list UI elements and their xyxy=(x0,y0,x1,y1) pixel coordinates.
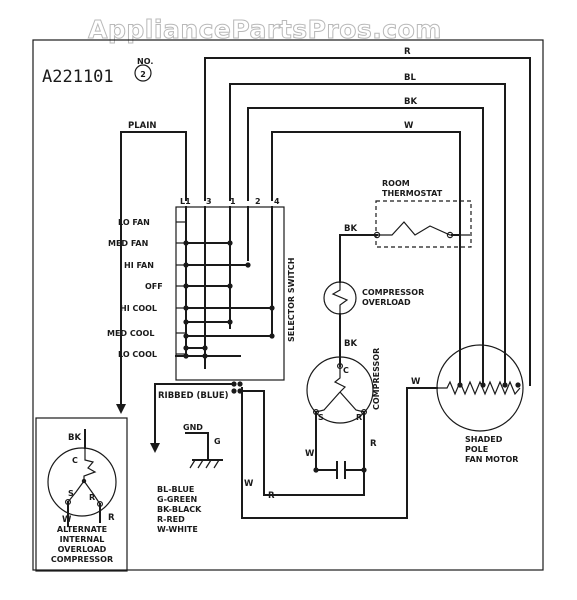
legend-item: BL-BLUE xyxy=(157,485,194,494)
compressor: C S R COMPRESSOR xyxy=(306,348,381,424)
room-thermostat: ROOM THERMOSTAT BK xyxy=(339,179,472,283)
wire-label-r-bottom: R xyxy=(268,491,275,501)
top-harness: R BL BK W PLAIN xyxy=(116,47,531,414)
wire-label-w-cap: W xyxy=(305,449,315,459)
switch-position-label: HI FAN xyxy=(124,261,154,270)
fan-motor: SHADED POLE FAN MOTOR W xyxy=(241,344,524,519)
wire-label-bk-compressor: BK xyxy=(344,339,357,349)
alternate-compressor-inset: C S R BK W R ALTERNATE INTERNAL OVERLOAD… xyxy=(35,417,128,572)
wire-label-w-fan: W xyxy=(411,377,421,387)
thermostat-label: THERMOSTAT xyxy=(382,189,443,198)
wire-label-r-cap: R xyxy=(370,439,377,449)
ground-symbol: GND G xyxy=(183,423,223,469)
revision-prefix: NO. xyxy=(137,57,153,66)
run-capacitor: W R xyxy=(305,411,377,479)
fan-motor-label: FAN MOTOR xyxy=(465,455,518,464)
fan-motor-label: POLE xyxy=(465,445,488,454)
wire-label-r-alt: R xyxy=(108,513,115,523)
terminal-label: 1 xyxy=(230,197,236,206)
alt-terminal-s: S xyxy=(68,489,74,498)
terminal-label: 4 xyxy=(274,197,280,206)
switch-position-label: MED FAN xyxy=(108,239,148,248)
selector-switch: LO FAN MED FAN HI FAN OFF HI COOL MED CO… xyxy=(107,206,296,381)
alt-caption: COMPRESSOR xyxy=(51,555,113,564)
wire-label-bk-alt: BK xyxy=(68,433,81,443)
compressor-terminal-s: S xyxy=(318,413,324,422)
thermostat-label: ROOM xyxy=(382,179,410,188)
revision-number: 2 xyxy=(140,70,146,79)
overload-label: COMPRESSOR xyxy=(362,288,424,297)
alt-terminal-r: R xyxy=(89,493,95,502)
switch-position-label: LO COOL xyxy=(118,350,157,359)
overload-label: OVERLOAD xyxy=(362,298,411,307)
compressor-terminal-c: C xyxy=(343,366,349,375)
legend-item: G-GREEN xyxy=(157,495,197,504)
wire-label-w-bottom: W xyxy=(244,479,254,489)
wire-label-plain: PLAIN xyxy=(128,121,157,131)
watermark: AppliancePartsPros.com xyxy=(88,15,442,44)
compressor-terminal-r: R xyxy=(356,413,362,422)
color-legend: BL-BLUE G-GREEN BK-BLACK R-RED W-WHITE xyxy=(157,485,202,534)
fan-motor-label: SHADED xyxy=(465,435,503,444)
alt-terminal-c: C xyxy=(72,456,78,465)
terminal-label: 2 xyxy=(255,197,261,206)
wire-label-w-alt: W xyxy=(62,515,72,525)
compressor-label: COMPRESSOR xyxy=(372,348,381,410)
ribbed-connector: RIBBED (BLUE) W R xyxy=(150,381,365,501)
switch-position-label: MED COOL xyxy=(107,329,154,338)
legend-item: BK-BLACK xyxy=(157,505,202,514)
switch-position-label: OFF xyxy=(145,282,163,291)
selector-switch-label: SELECTOR SWITCH xyxy=(287,258,296,342)
alt-caption: OVERLOAD xyxy=(58,545,107,554)
revision-circle xyxy=(134,64,152,82)
wire-label-bl: BL xyxy=(404,73,416,83)
switch-terminals: L1 3 1 2 4 xyxy=(180,197,280,206)
alt-caption: INTERNAL xyxy=(60,535,105,544)
wire-label-ribbed: RIBBED (BLUE) xyxy=(158,391,229,401)
wire-label-bk: BK xyxy=(404,97,417,107)
terminal-label: L1 xyxy=(180,197,191,206)
switch-position-label: LO FAN xyxy=(118,218,150,227)
ground-g-label: G xyxy=(214,437,221,446)
diagram-frame xyxy=(32,39,544,571)
wire-label-w: W xyxy=(404,121,414,131)
terminal-label: 3 xyxy=(206,197,212,206)
ground-gnd-label: GND xyxy=(183,423,203,432)
wire-label-r: R xyxy=(404,47,411,57)
switch-position-label: HI COOL xyxy=(120,304,157,313)
legend-item: R-RED xyxy=(157,515,185,524)
diagram-id: A221101 xyxy=(42,67,114,87)
alt-caption: ALTERNATE xyxy=(57,525,107,534)
wire-label-bk-thermostat: BK xyxy=(344,224,357,234)
legend-item: W-WHITE xyxy=(157,525,198,534)
